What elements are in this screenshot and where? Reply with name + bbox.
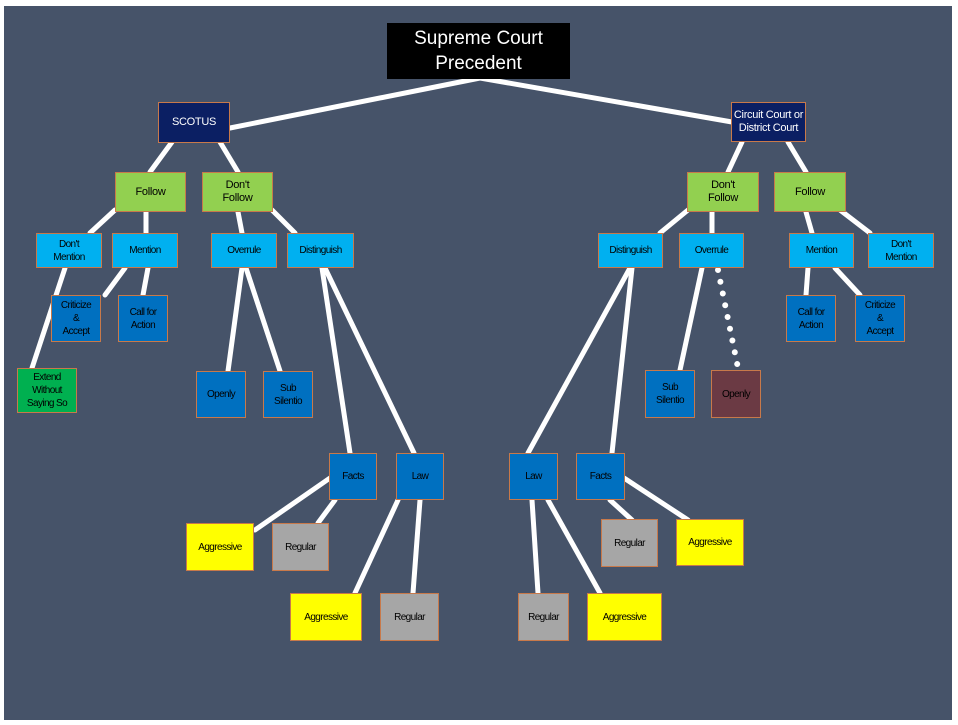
connector-scotus-dontfollow <box>217 139 241 175</box>
node-lower-overrule: Overrule <box>679 233 744 268</box>
node-lower-distinguish: Distinguish <box>598 233 663 268</box>
connector-mention-call-r <box>803 265 811 298</box>
connector-distinguish-facts-r <box>609 265 635 456</box>
connector-distinguish-facts <box>319 265 353 456</box>
node-scotus-criticize-accept: Criticize & Accept <box>51 295 101 342</box>
node-lower-mention: Mention <box>789 233 854 268</box>
node-scotus-sub-silentio: Sub Silentio <box>263 371 313 418</box>
connector-lower-dontfollow <box>725 139 745 175</box>
node-lower-call-for-action: Call for Action <box>786 295 836 342</box>
connector-overrule-subsilentio <box>243 265 283 374</box>
root-node-supreme-court-precedent: Supreme Court Precedent <box>387 23 570 79</box>
connector-scotus-follow <box>147 139 175 175</box>
node-lower-criticize-accept: Criticize & Accept <box>855 295 905 342</box>
connector-mention-call <box>140 265 151 298</box>
connector-mention-criticize-r <box>832 265 863 298</box>
node-scotus-overrule: Overrule <box>211 233 277 268</box>
connector-root-scotus <box>227 75 483 131</box>
node-lower-facts: Facts <box>576 453 625 500</box>
node-lower-follow: Follow <box>774 172 846 212</box>
connector-mention-criticize <box>102 265 128 298</box>
connector-facts-aggressive <box>252 475 333 533</box>
connector-overrule-openly-r-dotted <box>715 267 741 371</box>
node-scotus-facts: Facts <box>329 453 377 500</box>
node-scotus-dont-follow: Don't Follow <box>202 172 273 212</box>
node-lower-facts-regular: Regular <box>601 519 658 567</box>
connector-law-aggressive <box>352 497 401 596</box>
node-lower-law-aggressive: Aggressive <box>587 593 662 641</box>
connector-law-regular-r <box>529 497 541 596</box>
connector-overrule-openly <box>225 265 245 374</box>
node-lower-law: Law <box>509 453 558 500</box>
connector-follow-dontmention <box>87 207 118 236</box>
connector-root-lower <box>477 75 735 125</box>
connector-dontmention-extend <box>29 265 68 371</box>
node-scotus-distinguish: Distinguish <box>287 233 354 268</box>
node-scotus-dont-mention: Don't Mention <box>36 233 102 268</box>
node-scotus: SCOTUS <box>158 102 230 143</box>
connector-dontfollow-distinguish <box>269 207 298 236</box>
connector-dontfollow-overrule <box>235 209 245 236</box>
connector-follow-mention-r <box>803 209 815 236</box>
connector-distinguish-law-r <box>525 265 633 456</box>
node-scotus-extend-without-saying: Extend Without Saying So <box>17 368 77 413</box>
node-lower-law-regular: Regular <box>518 593 569 641</box>
node-lower-openly: Openly <box>711 370 761 418</box>
connector-distinguish-law <box>322 265 417 456</box>
node-scotus-call-for-action: Call for Action <box>118 295 168 342</box>
connector-law-regular <box>410 497 423 596</box>
connector-dontfollow-distinguish-r <box>657 207 691 236</box>
connector-follow-dontmention-r <box>837 207 873 236</box>
node-lower-sub-silentio: Sub Silentio <box>645 370 695 418</box>
node-scotus-follow: Follow <box>115 172 186 212</box>
node-lower-dont-mention: Don't Mention <box>868 233 934 268</box>
connector-overrule-subsilentio-r <box>677 265 705 373</box>
node-scotus-mention: Mention <box>112 233 178 268</box>
connector-facts-aggressive-r <box>621 475 691 523</box>
node-lower-dont-follow: Don't Follow <box>687 172 759 212</box>
connector-law-aggressive-r <box>545 497 603 596</box>
connector-facts-regular-r <box>607 497 635 523</box>
connector-lower-follow <box>785 139 809 175</box>
connector-facts-regular <box>315 497 338 526</box>
node-scotus-law-regular: Regular <box>380 593 439 641</box>
node-scotus-law-aggressive: Aggressive <box>290 593 362 641</box>
node-scotus-facts-aggressive: Aggressive <box>186 523 254 571</box>
node-lower-facts-aggressive: Aggressive <box>676 519 744 566</box>
node-scotus-facts-regular: Regular <box>272 523 329 571</box>
node-scotus-law: Law <box>396 453 444 500</box>
node-scotus-openly: Openly <box>196 371 246 418</box>
node-circuit-or-district-court: Circuit Court or District Court <box>731 102 806 142</box>
